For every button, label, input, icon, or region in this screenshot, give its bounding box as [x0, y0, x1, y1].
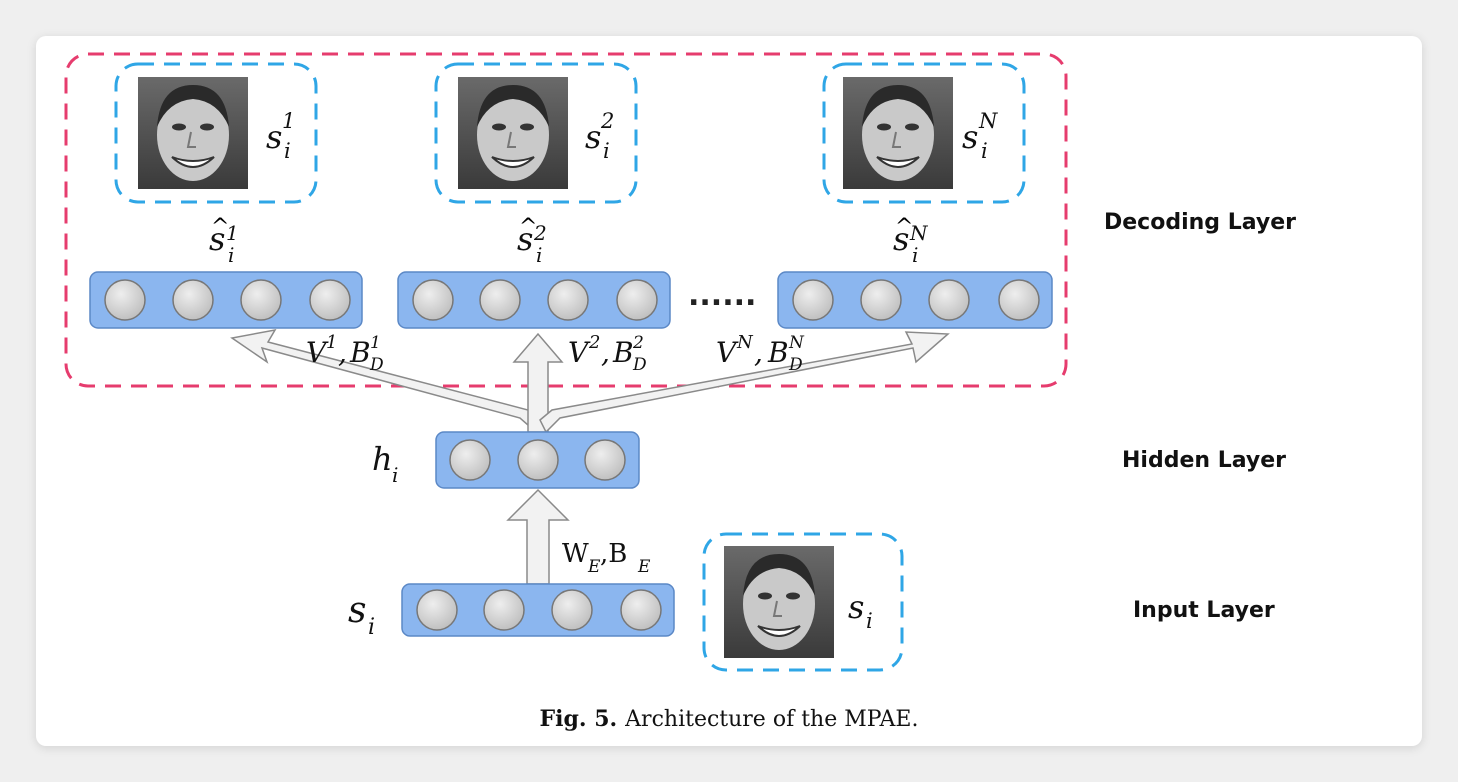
svg-text:N: N	[978, 109, 998, 133]
svg-text:i: i	[603, 139, 610, 163]
svg-text:^: ^	[211, 215, 229, 240]
encoder-weight-label: W E ,B E	[562, 539, 651, 577]
svg-text:s: s	[893, 220, 909, 258]
svg-text:s: s	[848, 588, 864, 626]
decode-arrow-n	[539, 331, 950, 434]
hidden-layer-title: Hidden Layer	[1122, 448, 1286, 473]
svg-text:N: N	[736, 332, 754, 353]
decode-arrow-1	[230, 328, 541, 434]
svg-text:s: s	[348, 590, 366, 631]
svg-text:1: 1	[326, 332, 337, 353]
svg-text:E: E	[637, 557, 651, 577]
decoding-nodes-n	[777, 271, 1053, 329]
svg-text:2: 2	[632, 333, 644, 353]
svg-text:i: i	[536, 243, 542, 267]
svg-text:^: ^	[519, 215, 537, 240]
hidden-label: h i	[372, 440, 398, 487]
weight-label-1: V 1 , B 1 D	[306, 332, 384, 375]
svg-text:i: i	[368, 615, 375, 640]
svg-text:V: V	[306, 336, 329, 369]
encode-arrow	[506, 488, 570, 585]
svg-text:,: ,	[338, 336, 347, 369]
ellipsis: ......	[688, 278, 756, 313]
output-face-2: s 2 i	[434, 62, 638, 204]
svg-text:i: i	[912, 243, 918, 267]
svg-text:i: i	[284, 139, 291, 163]
svg-text:B: B	[349, 336, 371, 369]
svg-text:s: s	[266, 118, 282, 156]
decoding-layer-box	[64, 52, 1068, 388]
svg-text:i: i	[866, 609, 873, 633]
input-face: s i	[702, 532, 904, 672]
svg-text:V: V	[568, 336, 591, 369]
figure-caption: Fig. 5. Architecture of the MPAE.	[0, 706, 1458, 732]
reconstruction-label-2: s ^ 2 i	[517, 215, 547, 267]
figure-number: Fig. 5.	[539, 706, 618, 732]
svg-text:s: s	[517, 220, 533, 258]
svg-text:i: i	[392, 463, 398, 487]
svg-text:i: i	[981, 139, 988, 163]
svg-text:1: 1	[282, 109, 295, 133]
svg-text:s: s	[962, 118, 978, 156]
svg-text:D: D	[788, 355, 803, 375]
svg-text:E: E	[587, 557, 601, 577]
svg-text:D: D	[632, 355, 647, 375]
svg-text:1: 1	[370, 333, 381, 353]
svg-text:,B: ,B	[600, 539, 627, 569]
svg-text:B: B	[767, 336, 789, 369]
svg-text:2: 2	[600, 109, 614, 133]
svg-text:s: s	[209, 220, 225, 258]
output-face-n: s N i	[822, 62, 1026, 204]
weight-label-2: V 2 , B 2 D	[568, 332, 647, 375]
caption-text: Architecture of the MPAE.	[625, 707, 919, 732]
svg-text:V: V	[716, 336, 739, 369]
svg-text:N: N	[788, 333, 805, 353]
svg-text:i: i	[228, 243, 234, 267]
decoding-nodes-2	[397, 271, 671, 329]
decoding-layer-title: Decoding Layer	[1104, 210, 1296, 235]
svg-text:^: ^	[895, 215, 913, 240]
svg-text:D: D	[369, 355, 384, 375]
svg-text:,: ,	[754, 336, 763, 369]
reconstruction-label-n: s ^ N i	[893, 215, 929, 267]
reconstruction-label-1: s ^ 1 i	[209, 215, 239, 267]
weight-label-n: V N , B N D	[716, 332, 805, 375]
svg-text:,: ,	[601, 336, 610, 369]
input-layer-title: Input Layer	[1133, 598, 1275, 623]
input-label: s i	[348, 590, 375, 640]
svg-text:2: 2	[533, 221, 547, 245]
output-face-1: s 1 i	[114, 62, 318, 204]
svg-text:s: s	[585, 118, 601, 156]
input-nodes	[401, 583, 675, 637]
svg-text:h: h	[372, 440, 393, 478]
hidden-nodes	[435, 431, 640, 489]
svg-text:N: N	[909, 221, 929, 245]
svg-text:B: B	[612, 336, 634, 369]
svg-text:2: 2	[588, 332, 600, 353]
decoding-nodes-1	[89, 271, 363, 329]
svg-text:1: 1	[226, 221, 239, 245]
svg-text:W: W	[562, 539, 589, 569]
